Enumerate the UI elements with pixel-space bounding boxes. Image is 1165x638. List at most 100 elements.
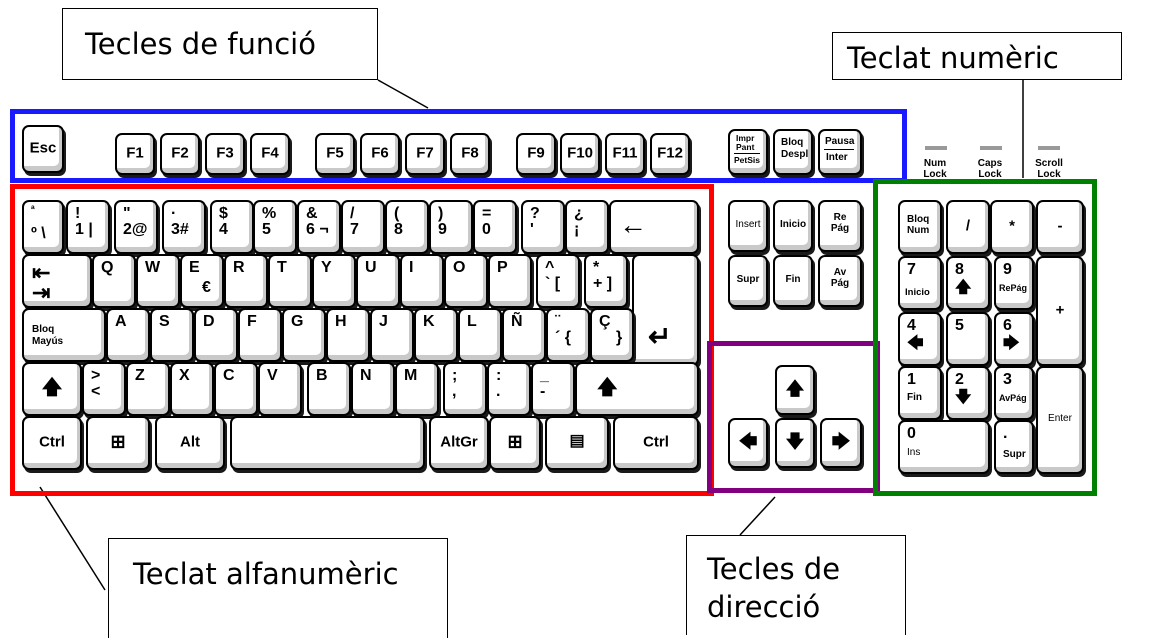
comma-key[interactable]: ;, (443, 362, 487, 416)
key-o[interactable]: O (444, 254, 488, 308)
key-w[interactable]: W (136, 254, 180, 308)
f7-key[interactable]: F7 (405, 133, 445, 175)
key-t[interactable]: T (268, 254, 312, 308)
enter-key[interactable]: ↵ (632, 254, 699, 366)
key-3[interactable]: ·3# (162, 200, 206, 254)
f4-key[interactable]: F4 (250, 133, 290, 175)
key-d[interactable]: D (194, 308, 238, 362)
numpad-6-key[interactable]: 6🡆 (994, 312, 1034, 366)
f6-key[interactable]: F6 (360, 133, 400, 175)
numpad-8-key[interactable]: 8🡅 (946, 256, 990, 310)
menu-key[interactable]: ▤ (545, 416, 609, 470)
key-p[interactable]: P (488, 254, 532, 308)
key-5[interactable]: %5 (253, 200, 297, 254)
key-q[interactable]: Q (92, 254, 136, 308)
f9-key[interactable]: F9 (516, 133, 556, 175)
f8-key[interactable]: F8 (450, 133, 490, 175)
key-b[interactable]: B (307, 362, 351, 416)
home-key[interactable]: Inicio (773, 200, 813, 252)
key-g[interactable]: G (282, 308, 326, 362)
f12-key[interactable]: F12 (650, 133, 690, 175)
plus-key[interactable]: *+ ] (584, 254, 628, 308)
key-z[interactable]: Z (126, 362, 170, 416)
numpad-2-key[interactable]: 2🡇 (946, 366, 990, 420)
left-ctrl-key[interactable]: Ctrl (22, 416, 82, 470)
key-2[interactable]: "2@ (114, 200, 158, 254)
key-n[interactable]: N (351, 362, 395, 416)
scroll-lock-key[interactable]: Bloq Despl (773, 129, 813, 175)
arrow-left-key[interactable]: 🡄 (728, 418, 768, 468)
esc-key[interactable]: Esc (22, 125, 64, 173)
caps-lock-key[interactable]: Bloq Mayús (22, 308, 106, 362)
page-up-key[interactable]: Re Pág (818, 200, 862, 252)
f10-key[interactable]: F10 (560, 133, 600, 175)
numpad-minus-key[interactable]: - (1036, 200, 1084, 254)
key-a[interactable]: A (106, 308, 150, 362)
numpad-enter-key[interactable]: Enter (1036, 366, 1084, 474)
right-shift-key[interactable]: 🡅 (575, 362, 699, 416)
key-j[interactable]: J (370, 308, 414, 362)
backspace-key[interactable]: ← (609, 200, 699, 254)
arrow-up-key[interactable]: 🡅 (775, 365, 815, 415)
left-windows-key[interactable]: ⊞ (86, 416, 150, 470)
numpad-4-key[interactable]: 4🡄 (898, 312, 942, 366)
insert-key[interactable]: Insert (728, 200, 768, 252)
key-1[interactable]: !1 | (66, 200, 110, 254)
key-4[interactable]: $4 (210, 200, 254, 254)
altgr-key[interactable]: AltGr (429, 416, 489, 470)
key-7[interactable]: /7 (341, 200, 385, 254)
inverted-question-key[interactable]: ¿¡ (565, 200, 609, 254)
key-i[interactable]: I (400, 254, 444, 308)
arrow-down-key[interactable]: 🡇 (775, 418, 815, 468)
key-r[interactable]: R (224, 254, 268, 308)
alt-key[interactable]: Alt (155, 416, 225, 470)
space-key[interactable] (230, 416, 425, 470)
pause-key[interactable]: Pausa Inter (818, 129, 862, 175)
key-v[interactable]: V (258, 362, 302, 416)
key-9[interactable]: )9 (429, 200, 473, 254)
key-8[interactable]: (8 (385, 200, 429, 254)
right-ctrl-key[interactable]: Ctrl (613, 416, 699, 470)
key-l[interactable]: L (458, 308, 502, 362)
key-h[interactable]: H (326, 308, 370, 362)
print-screen-key[interactable]: Impr Pant PetSis (728, 129, 768, 175)
numpad-divide-key[interactable]: / (946, 200, 990, 254)
minus-key[interactable]: _- (531, 362, 575, 416)
key-enye[interactable]: Ñ (502, 308, 546, 362)
grave-key[interactable]: ^` [ (536, 254, 580, 308)
end-key[interactable]: Fin (773, 255, 813, 307)
f5-key[interactable]: F5 (315, 133, 355, 175)
left-shift-key[interactable]: 🡅 (22, 362, 82, 416)
key-y[interactable]: Y (312, 254, 356, 308)
numpad-5-key[interactable]: 5 (946, 312, 990, 366)
delete-key[interactable]: Supr (728, 255, 768, 307)
f2-key[interactable]: F2 (160, 133, 200, 175)
key-e[interactable]: E€ (180, 254, 224, 308)
numpad-multiply-key[interactable]: * (990, 200, 1034, 254)
key-6[interactable]: &6 ¬ (297, 200, 341, 254)
c-cedilla-key[interactable]: Ç} (590, 308, 634, 362)
key-0[interactable]: =0 (473, 200, 517, 254)
key-s[interactable]: S (150, 308, 194, 362)
f3-key[interactable]: F3 (205, 133, 245, 175)
key-x[interactable]: X (170, 362, 214, 416)
key-c[interactable]: C (214, 362, 258, 416)
tab-key[interactable]: ⇤ ⇥ (22, 254, 92, 308)
arrow-right-key[interactable]: 🡆 (820, 418, 862, 468)
num-lock-key[interactable]: Bloq Num (898, 200, 942, 254)
key-m[interactable]: M (395, 362, 439, 416)
key-f[interactable]: F (238, 308, 282, 362)
numpad-decimal-key[interactable]: .Supr (994, 420, 1034, 474)
page-down-key[interactable]: Av Pág (818, 255, 862, 307)
right-windows-key[interactable]: ⊞ (489, 416, 541, 470)
f11-key[interactable]: F11 (605, 133, 645, 175)
f1-key[interactable]: F1 (115, 133, 155, 175)
key-k[interactable]: K (414, 308, 458, 362)
apostrophe-key[interactable]: ?' (521, 200, 565, 254)
